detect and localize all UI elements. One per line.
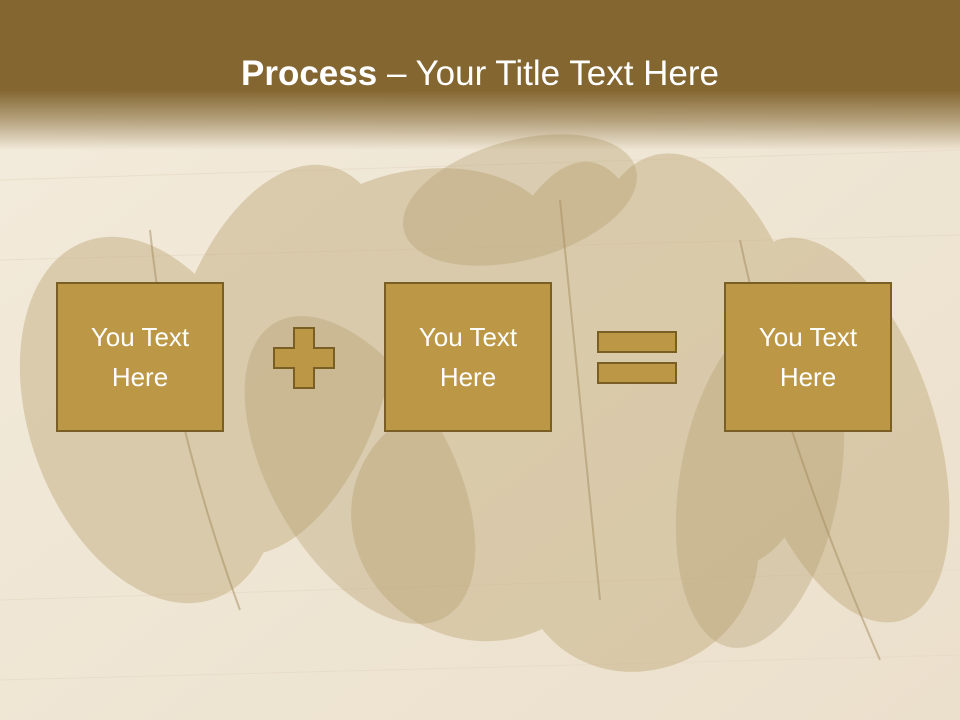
title-bold: Process	[241, 54, 378, 93]
header-bar: Process – Your Title Text Here	[0, 0, 960, 150]
equals-icon	[597, 331, 677, 384]
process-box-3-text: You Text Here	[758, 322, 858, 392]
process-box-1-text: You Text Here	[90, 322, 190, 392]
plus-icon	[273, 327, 335, 389]
process-box-3[interactable]: You Text Here	[724, 282, 892, 432]
title-rest: – Your Title Text Here	[377, 54, 719, 93]
slide-title: Process – Your Title Text Here	[0, 52, 960, 96]
process-box-2[interactable]: You Text Here	[384, 282, 552, 432]
process-box-1[interactable]: You Text Here	[56, 282, 224, 432]
process-box-2-text: You Text Here	[418, 322, 518, 392]
